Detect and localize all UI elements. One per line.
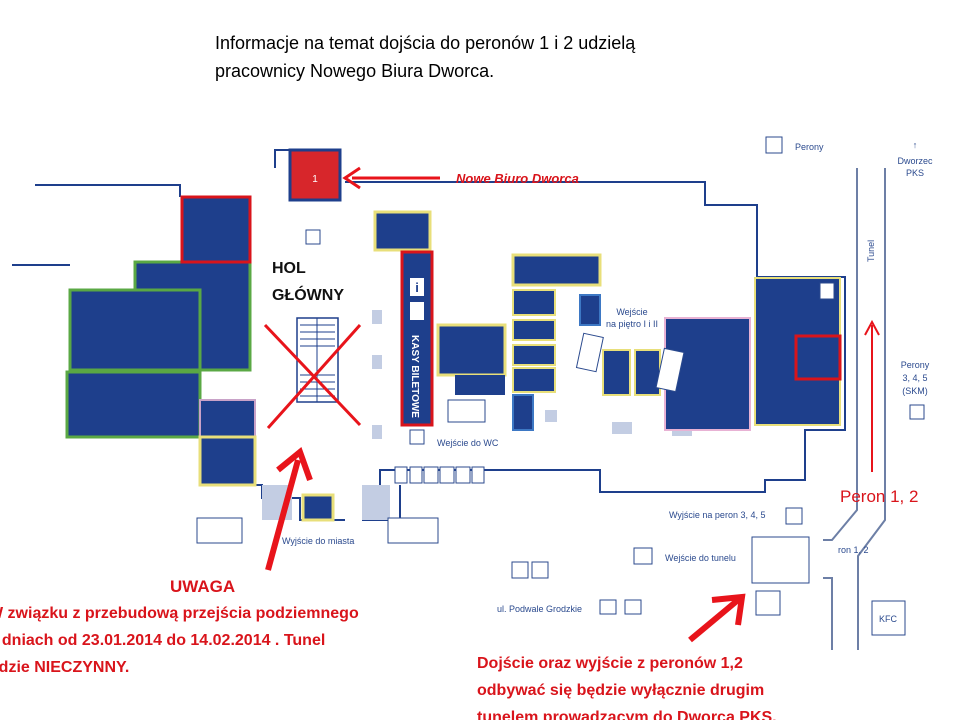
upstairs-label-1: Wejście bbox=[616, 307, 647, 317]
taxi-icon bbox=[511, 561, 529, 579]
hall-label-2: GŁÓWNY bbox=[272, 285, 344, 304]
luggage-icon bbox=[409, 429, 425, 445]
title-line-2: pracownicy Nowego Biura Dworca. bbox=[215, 61, 495, 81]
accessible-icon bbox=[755, 590, 781, 616]
header-text: Informacje na temat dojścia do peronów 1… bbox=[215, 29, 635, 85]
escalator-closed bbox=[263, 317, 362, 429]
tunnel-label: Tunel bbox=[866, 240, 876, 262]
wc-label: Wejście do WC bbox=[437, 438, 499, 448]
train-icon bbox=[765, 136, 783, 154]
skm-label-1: Perony bbox=[901, 360, 930, 370]
bus-station-label-1: Dworzec bbox=[897, 156, 933, 166]
tunnel-arrow bbox=[688, 597, 740, 643]
platform-arrow-head bbox=[864, 319, 880, 336]
arrow-up-icon: ↑ bbox=[913, 140, 918, 150]
wheelchair-icon bbox=[410, 302, 424, 320]
platform-345-exit-label: Wyjście na peron 3, 4, 5 bbox=[669, 510, 765, 520]
tunnel-entrance-label: Wejście do tunelu bbox=[665, 553, 736, 563]
hall-arrow-head bbox=[276, 446, 313, 482]
notice-line-2: odbywać się będzie wyłącznie drugim bbox=[477, 682, 764, 699]
train-icon-5 bbox=[909, 404, 925, 420]
train-icon-3 bbox=[633, 547, 653, 565]
office-arrow-head bbox=[342, 166, 361, 190]
tunnel-lines bbox=[823, 168, 886, 650]
office-number: 1 bbox=[312, 174, 318, 185]
warning-heading: UWAGA bbox=[170, 577, 235, 596]
tunnel-lower-wall bbox=[823, 577, 833, 650]
skm-label-3: (SKM) bbox=[902, 386, 928, 396]
warning-line-1: W związku z przebudową przejścia podziem… bbox=[0, 605, 359, 622]
hall-arrow bbox=[265, 459, 301, 571]
service-icons bbox=[305, 136, 925, 636]
title-line-1: Informacje na temat dojścia do peronów 1… bbox=[215, 33, 636, 53]
restaurant-icon-2 bbox=[409, 466, 423, 484]
notice-line-1: Dojście oraz wyjście z peronów 1,2 bbox=[477, 655, 743, 672]
platform-12-small-label: ron 1, 2 bbox=[838, 545, 869, 555]
outline-office bbox=[274, 149, 290, 168]
tunnel-left-wall bbox=[823, 168, 858, 541]
kfc-label: KFC bbox=[879, 614, 898, 624]
city-exit-label: Wyjście do miasta bbox=[282, 536, 354, 546]
hall-label-1: HOL bbox=[272, 260, 306, 277]
warning-line-3: będzie NIECZYNNY. bbox=[0, 659, 129, 676]
restaurant-icon bbox=[394, 466, 408, 484]
platform-12-label: Peron 1, 2 bbox=[840, 487, 918, 506]
kfc-box bbox=[871, 600, 906, 636]
toilet-icon bbox=[305, 229, 321, 245]
escalator-icons bbox=[196, 332, 810, 584]
ticket-office-label: KASY BILETOWE bbox=[409, 335, 420, 418]
info-icon-glyph: i bbox=[415, 280, 419, 295]
notice-line-3: tunelem prowadzącym do Dworca PKS. bbox=[477, 709, 777, 720]
new-office-label: Nowe Biuro Dworca bbox=[456, 171, 579, 186]
tunnel-arrow-head bbox=[711, 593, 746, 626]
train-icon-4 bbox=[624, 599, 642, 615]
new-office-marker[interactable] bbox=[288, 148, 342, 202]
baby-icon-2 bbox=[819, 282, 835, 300]
bus-station-label-2: PKS bbox=[906, 168, 924, 178]
train-icon-2 bbox=[785, 507, 803, 525]
bus-icon bbox=[531, 561, 549, 579]
tunnel-right-wall bbox=[857, 168, 886, 650]
upstairs-label-2: na piętro I i II bbox=[606, 319, 658, 329]
wheelchair-icon-2 bbox=[423, 466, 439, 484]
wheelchair-icon-3 bbox=[439, 466, 455, 484]
skm-label-2: 3, 4, 5 bbox=[902, 373, 927, 383]
street-label: ul. Podwale Grodzkie bbox=[497, 604, 582, 614]
bus-icon-2 bbox=[599, 599, 617, 615]
restaurant-icon-3 bbox=[471, 466, 485, 484]
platforms-label: Perony bbox=[795, 142, 824, 152]
baby-icon bbox=[455, 466, 471, 484]
outline-main bbox=[345, 181, 846, 493]
blocks bbox=[65, 195, 842, 522]
outline-left-top bbox=[35, 184, 181, 197]
warning-line-2: w dniach od 23.01.2014 do 14.02.2014 . T… bbox=[0, 632, 325, 649]
closed-cross-icon bbox=[263, 323, 362, 429]
info-icon bbox=[410, 278, 424, 296]
